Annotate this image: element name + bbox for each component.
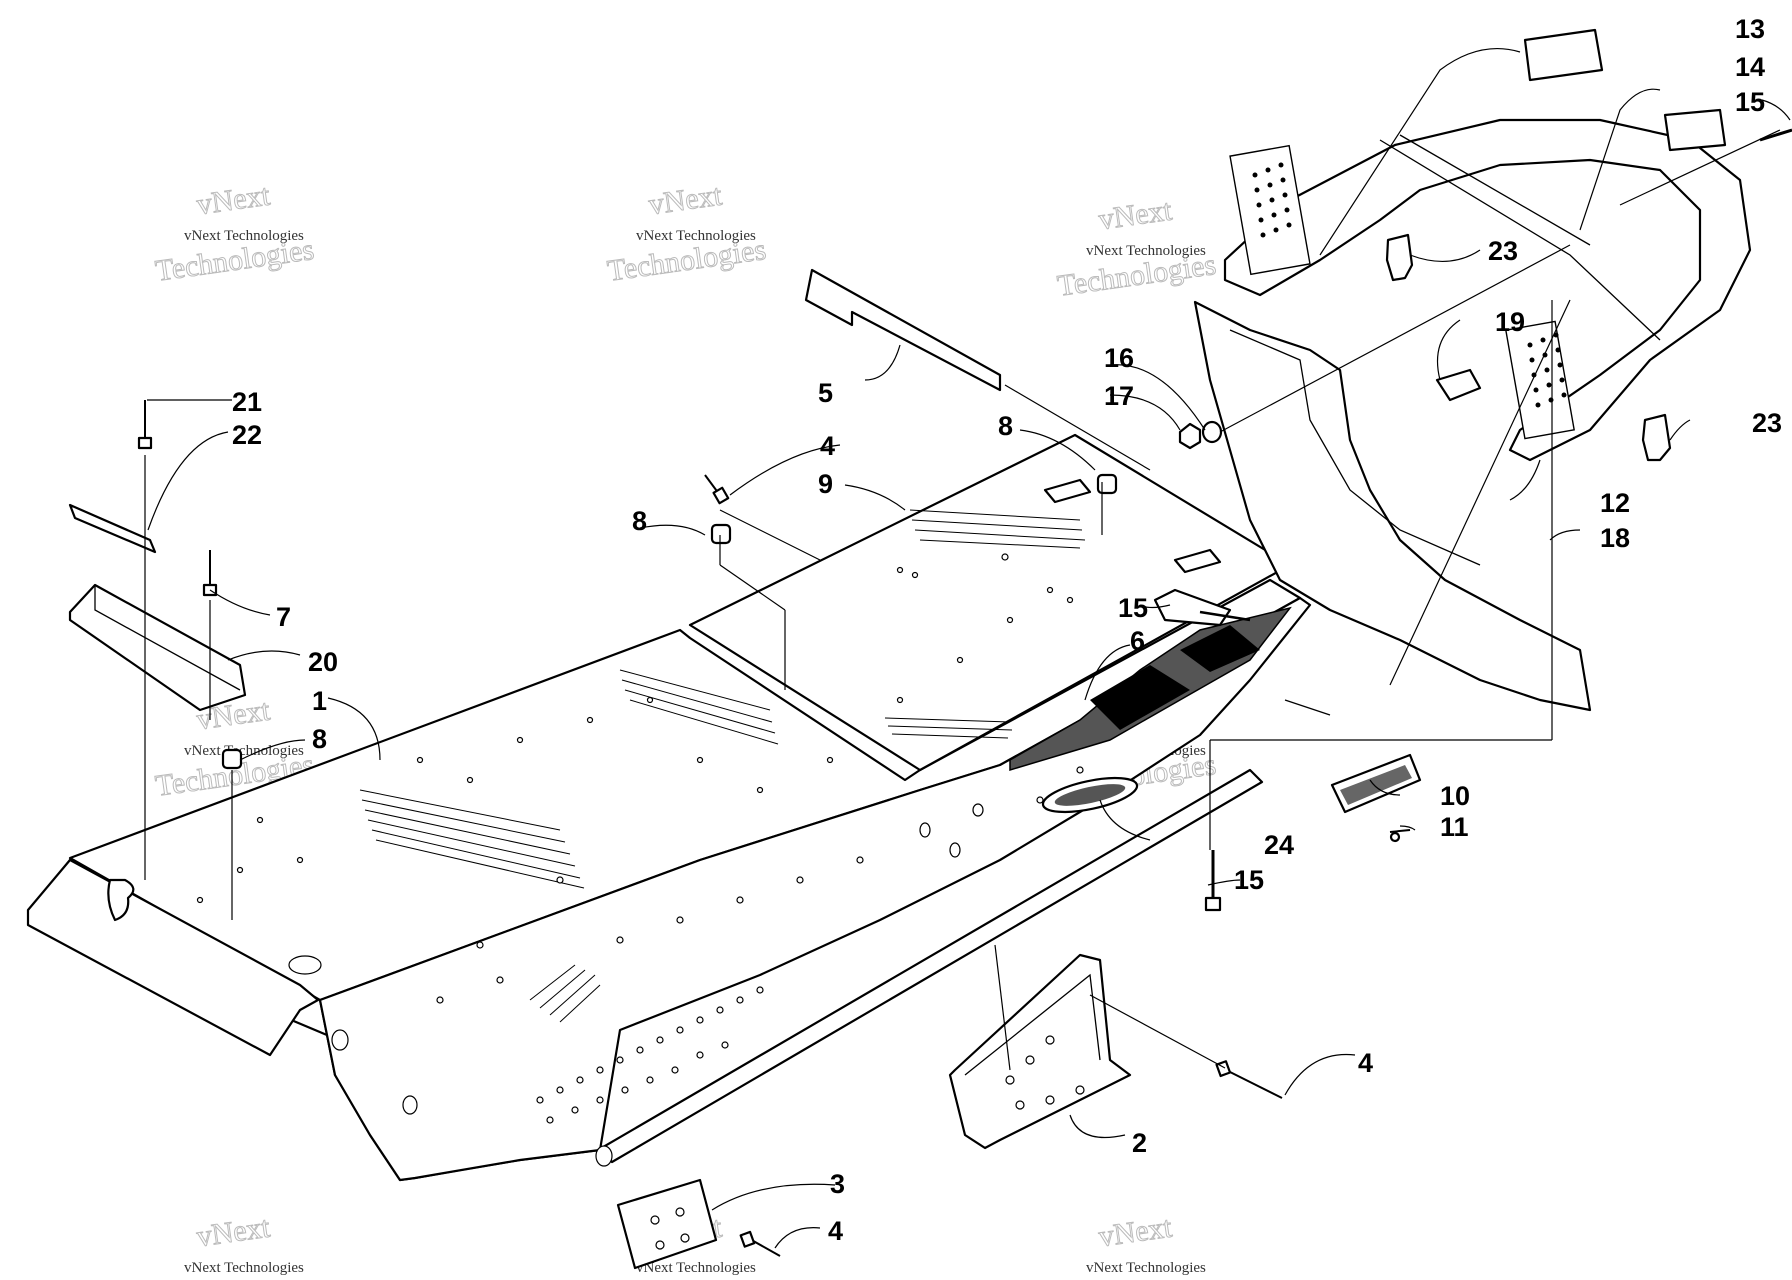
part-24-badge bbox=[1041, 776, 1139, 814]
callout-21: 21 bbox=[232, 387, 262, 417]
part-11-screw bbox=[1389, 829, 1411, 843]
part-16-washer bbox=[1201, 420, 1223, 444]
watermark-bottom-right: vNext vNext Technologies bbox=[1086, 1210, 1206, 1276]
deck-holes bbox=[196, 553, 1104, 1004]
callout-15: 15 bbox=[1118, 593, 1148, 623]
callout-3: 3 bbox=[830, 1169, 845, 1199]
part-17-nut bbox=[1178, 422, 1202, 450]
callout-4: 4 bbox=[1358, 1048, 1373, 1078]
callout-2: 2 bbox=[1132, 1128, 1147, 1158]
part-10-reflector bbox=[1330, 753, 1422, 814]
callout-4: 4 bbox=[820, 431, 835, 461]
tunnel-hole bbox=[288, 955, 322, 975]
tunnel-hole bbox=[919, 822, 931, 838]
watermark-small: vNext Technologies bbox=[636, 228, 756, 244]
rail-end bbox=[595, 1145, 613, 1167]
part-23-clip-a bbox=[1385, 233, 1414, 282]
callout-labels: 13 14 15 23 19 23 16 17 12 18 5 8 4 9 8 … bbox=[232, 14, 1782, 1246]
watermark-small: vNext Technologies bbox=[184, 228, 304, 244]
part-6-decal bbox=[1009, 606, 1292, 772]
part-14-decal bbox=[1663, 108, 1727, 152]
callout-10: 10 bbox=[1440, 781, 1470, 811]
callout-7: 7 bbox=[276, 602, 291, 632]
callout-23: 23 bbox=[1488, 236, 1518, 266]
tunnel-hole bbox=[402, 1095, 418, 1115]
part-3-plate bbox=[616, 1178, 718, 1270]
callout-5: 5 bbox=[818, 378, 833, 408]
callout-18: 18 bbox=[1600, 523, 1630, 553]
part-8-grommets bbox=[221, 473, 1222, 770]
watermark-big-1: vNext bbox=[1097, 1210, 1175, 1253]
callout-24: 24 bbox=[1264, 830, 1294, 860]
callout-17: 17 bbox=[1104, 381, 1134, 411]
part-21-pin bbox=[137, 400, 153, 450]
part-15-bolt-b bbox=[1153, 588, 1251, 627]
watermark-bottom-left: vNext vNext Technologies bbox=[184, 1210, 304, 1276]
watermark-small: vNext Technologies bbox=[1086, 1260, 1206, 1276]
leader-lines bbox=[144, 47, 1791, 1249]
callout-11: 11 bbox=[1440, 812, 1469, 842]
watermark-top-right: vNext vNext Technologies Technologies bbox=[1055, 193, 1219, 303]
callout-9: 9 bbox=[818, 469, 833, 499]
callout-20: 20 bbox=[308, 647, 338, 677]
part-15-bolt-a bbox=[1759, 128, 1792, 142]
callout-14: 14 bbox=[1735, 52, 1765, 82]
callout-23: 23 bbox=[1752, 408, 1782, 438]
part-2-bracket bbox=[948, 953, 1132, 1150]
part-12-bumper bbox=[1223, 118, 1752, 462]
watermark-top-center: vNext vNext Technologies Technologies bbox=[605, 178, 769, 288]
tunnel-hole bbox=[949, 842, 961, 858]
part-22-bar bbox=[68, 503, 157, 554]
callout-8: 8 bbox=[998, 411, 1013, 441]
part-20-channel bbox=[68, 583, 247, 712]
callout-16: 16 bbox=[1104, 343, 1134, 373]
callout-15: 15 bbox=[1234, 865, 1264, 895]
watermark-small: vNext Technologies bbox=[636, 1260, 756, 1276]
part-23-clip-b bbox=[1641, 413, 1672, 462]
tunnel-front-flange bbox=[26, 858, 320, 1057]
part-19-nut bbox=[1435, 368, 1482, 402]
watermark-big-1: vNext bbox=[647, 178, 725, 221]
watermark-big-1: vNext bbox=[1097, 193, 1175, 236]
watermark-top-left: vNext vNext Technologies Technologies bbox=[153, 178, 317, 288]
part-1-tunnel bbox=[26, 433, 1312, 1182]
callout-8: 8 bbox=[312, 724, 327, 754]
part-15-bolt-c bbox=[1204, 850, 1222, 912]
callout-4: 4 bbox=[828, 1216, 843, 1246]
callout-8: 8 bbox=[632, 506, 647, 536]
callout-12: 12 bbox=[1600, 488, 1630, 518]
watermark-small: vNext Technologies bbox=[1086, 243, 1206, 259]
callout-15: 15 bbox=[1735, 87, 1765, 117]
part-7-pin bbox=[202, 550, 218, 597]
watermark-big-1: vNext bbox=[195, 178, 273, 221]
watermark-small: vNext Technologies bbox=[184, 1260, 304, 1276]
callout-19: 19 bbox=[1495, 307, 1525, 337]
tunnel-hole bbox=[331, 1029, 349, 1051]
rivet-row bbox=[536, 986, 764, 1124]
tunnel-front-notch bbox=[107, 878, 135, 922]
watermark-small: vNext Technologies bbox=[184, 743, 304, 759]
callout-6: 6 bbox=[1130, 626, 1145, 656]
part-13-decal bbox=[1523, 28, 1604, 82]
part-18-panel bbox=[1193, 300, 1592, 712]
callout-13: 13 bbox=[1735, 14, 1765, 44]
part-5-strip bbox=[804, 268, 1002, 392]
watermark-big-1: vNext bbox=[195, 1210, 273, 1253]
callout-22: 22 bbox=[232, 420, 262, 450]
tunnel-hole bbox=[972, 803, 984, 817]
part-4-pins bbox=[704, 474, 1283, 1257]
callout-1: 1 bbox=[312, 686, 327, 716]
